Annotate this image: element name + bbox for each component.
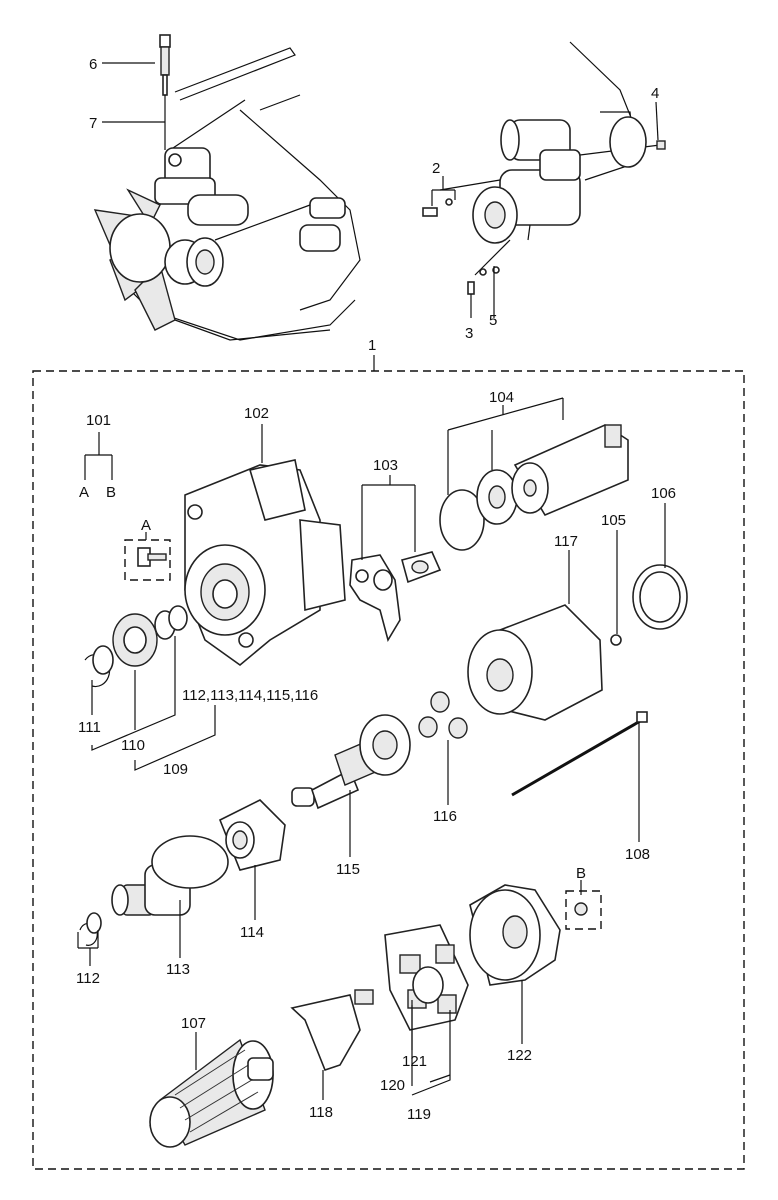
assembly-boundary	[32, 355, 745, 1170]
label-101-b: B	[106, 484, 116, 501]
part-105-ball	[610, 634, 622, 646]
callout-labels: 1 2 3 4 5 6 7 101 A B A 102 103 104 105 …	[76, 56, 676, 1123]
label-119: 119	[407, 1106, 431, 1123]
label-7: 7	[89, 115, 97, 132]
label-107: 107	[181, 1015, 206, 1032]
label-101: 101	[86, 412, 111, 429]
engine-overview	[93, 47, 361, 341]
label-118: 118	[309, 1104, 333, 1121]
label-b-detail: B	[576, 865, 586, 882]
label-3: 3	[465, 325, 473, 342]
part-103-shift-lever	[349, 551, 442, 643]
label-112: 112	[76, 970, 100, 987]
label-117: 117	[554, 533, 578, 550]
leader-lines	[77, 62, 666, 1100]
part-108-through-bolt	[511, 711, 648, 797]
part-102-drive-housing	[184, 459, 346, 667]
part-112-snap-ring	[79, 912, 102, 946]
part-116-bearings	[418, 691, 468, 739]
label-5: 5	[489, 312, 497, 329]
label-120: 120	[380, 1077, 405, 1094]
label-121: 121	[402, 1053, 427, 1070]
part-114-gear-plate	[218, 799, 286, 871]
label-116: 116	[433, 808, 457, 825]
glow-plug	[159, 34, 171, 150]
part-119-brush-holder	[384, 924, 469, 1031]
part-106-cover-ring	[632, 564, 688, 630]
label-114: 114	[240, 924, 264, 941]
label-6: 6	[89, 56, 97, 73]
label-112-116-set: 112,113,114,115,116	[182, 687, 318, 704]
label-109: 109	[163, 761, 188, 778]
label-a-detail: A	[141, 517, 151, 534]
label-115: 115	[336, 861, 360, 878]
label-111: 111	[78, 719, 101, 736]
part-113-clutch	[111, 835, 229, 916]
label-101-a: A	[79, 484, 89, 501]
label-106: 106	[651, 485, 676, 502]
label-113: 113	[166, 961, 190, 978]
label-110: 110	[121, 737, 145, 754]
part-107-armature	[149, 1038, 274, 1148]
starter-assembly-overview	[422, 41, 666, 295]
part-115-shaft	[291, 714, 411, 810]
part-104-solenoid	[439, 424, 629, 551]
part-111-snap-ring	[84, 645, 114, 688]
label-108: 108	[625, 846, 650, 863]
label-2: 2	[432, 160, 440, 177]
label-1: 1	[368, 337, 376, 354]
part-117-yoke	[467, 604, 603, 721]
label-102: 102	[244, 405, 269, 422]
part-118-brush-spring	[290, 989, 374, 1071]
label-103: 103	[373, 457, 398, 474]
label-104: 104	[489, 389, 514, 406]
part-110-pinion-gear	[112, 605, 188, 667]
part-122-end-cover	[469, 884, 602, 986]
label-4: 4	[651, 85, 659, 102]
part-101-bolt-a	[124, 539, 171, 581]
label-105: 105	[601, 512, 626, 529]
label-122: 122	[507, 1047, 532, 1064]
